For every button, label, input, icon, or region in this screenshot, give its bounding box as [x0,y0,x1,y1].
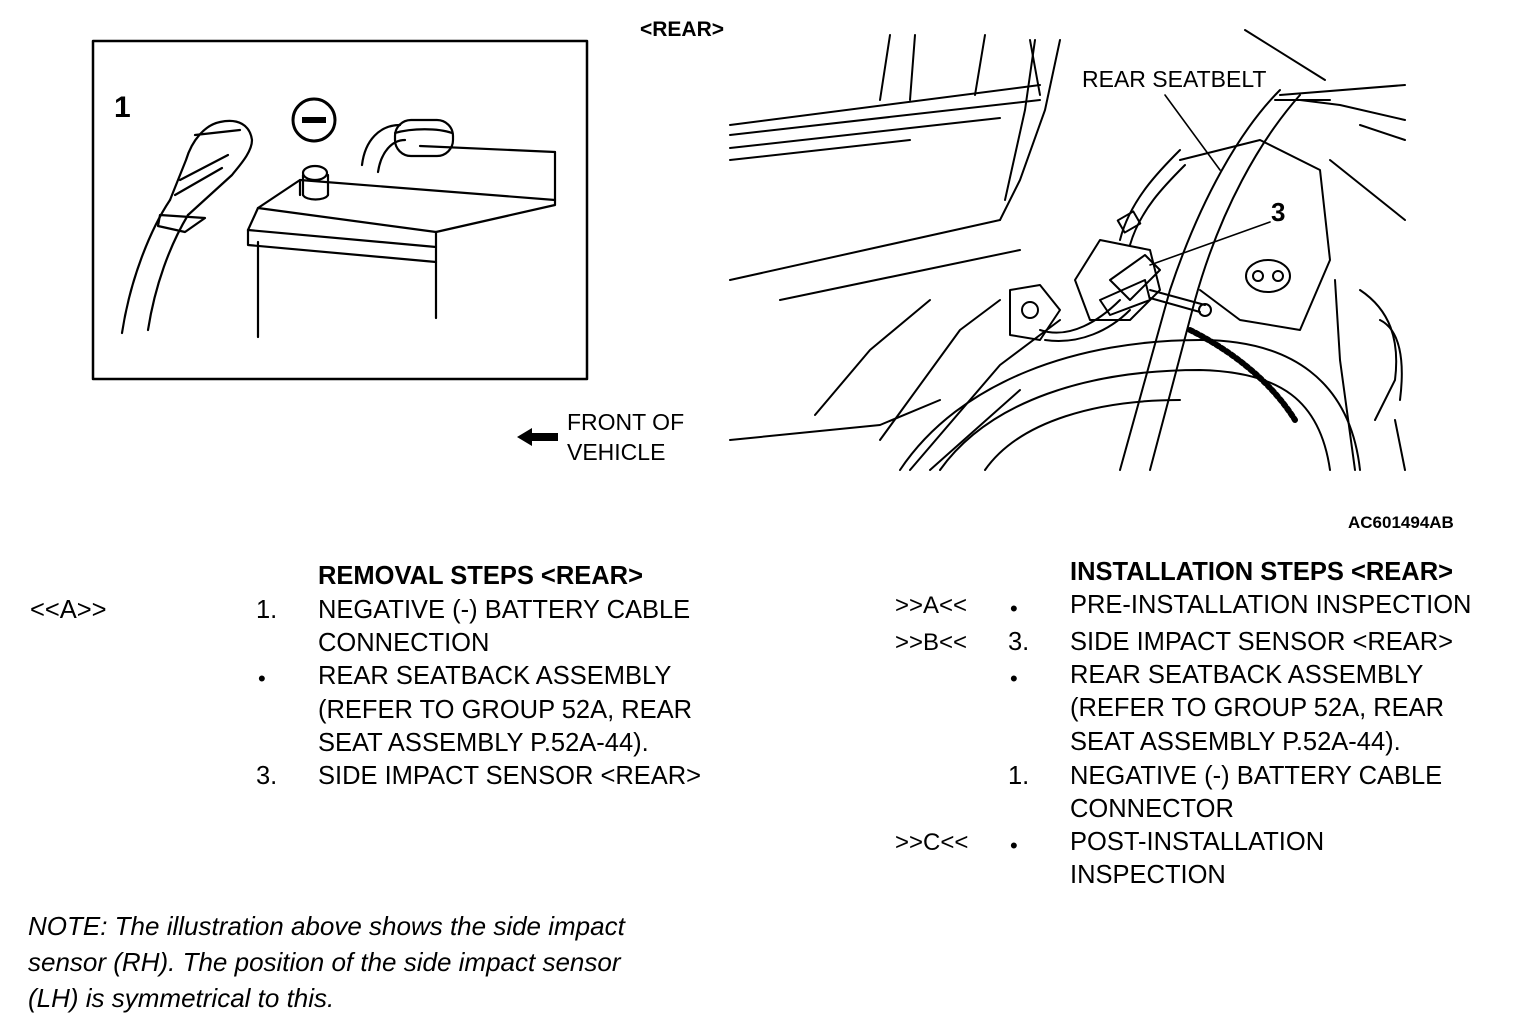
installation-step-5-code: >>C<< [895,829,969,856]
removal-step-3-line-1: SIDE IMPACT SENSOR <REAR> [318,762,702,790]
rear-seatbelt-label: REAR SEATBELT [1082,66,1267,92]
removal-step-1-code: <<A>> [30,596,107,624]
removal-step-3-marker: 3. [256,762,278,790]
installation-step-5-line-1: POST-INSTALLATION [1070,828,1325,856]
installation-step-1-code: >>A<< [895,592,968,619]
installation-step-2-marker: 3. [1008,628,1030,656]
installation-step-3-line-2: (REFER TO GROUP 52A, REAR [1070,694,1445,722]
figure-code: AC601494AB [1348,513,1454,532]
removal-step-1-marker: 1. [256,596,278,624]
installation-step-4-marker: 1. [1008,762,1030,790]
callout-3: 3 [1271,197,1286,227]
installation-step-5-line-2: INSPECTION [1070,861,1226,889]
installation-step-4-line-2: CONNECTOR [1070,795,1234,823]
installation-step-3-line-3: SEAT ASSEMBLY P.52A-44). [1070,728,1401,756]
removal-step-1-line-2: CONNECTION [318,629,490,657]
note-line-3: (LH) is symmetrical to this. [28,983,335,1013]
installation-step-1-marker: • [1010,596,1018,621]
installation-step-2-line-1: SIDE IMPACT SENSOR <REAR> [1070,628,1454,656]
removal-step-2-line-3: SEAT ASSEMBLY P.52A-44). [318,729,649,757]
callout-1: 1 [114,91,131,124]
installation-step-3-marker: • [1010,666,1018,691]
installation-step-5-marker: • [1010,833,1018,858]
installation-step-3-line-1: REAR SEATBACK ASSEMBLY [1070,661,1424,689]
vehicle-rear-illustration [729,29,1406,471]
removal-step-2-line-1: REAR SEATBACK ASSEMBLY [318,662,672,690]
installation-step-2-code: >>B<< [895,629,968,656]
installation-step-4-line-1: NEGATIVE (-) BATTERY CABLE [1070,762,1443,790]
note: NOTE: The illustration above shows the s… [28,908,625,1016]
front-label-line1: FRONT OF [567,409,685,435]
removal-step-1-line-1: NEGATIVE (-) BATTERY CABLE [318,596,691,624]
negative-terminal-icon [291,97,337,143]
front-arrow-icon [517,428,558,446]
installation-heading: INSTALLATION STEPS <REAR> [1070,558,1454,586]
battery-detail-illustration [91,39,589,381]
installation-step-1-line-1: PRE-INSTALLATION INSPECTION [1070,591,1472,619]
note-line-2: sensor (RH). The position of the side im… [28,947,621,977]
front-label-line2: VEHICLE [567,439,666,465]
removal-step-2-marker: • [258,666,266,691]
removal-step-2-line-2: (REFER TO GROUP 52A, REAR [318,696,693,724]
note-line-1: NOTE: The illustration above shows the s… [28,911,625,941]
removal-heading: REMOVAL STEPS <REAR> [318,562,643,590]
view-label: <REAR> [640,18,725,41]
